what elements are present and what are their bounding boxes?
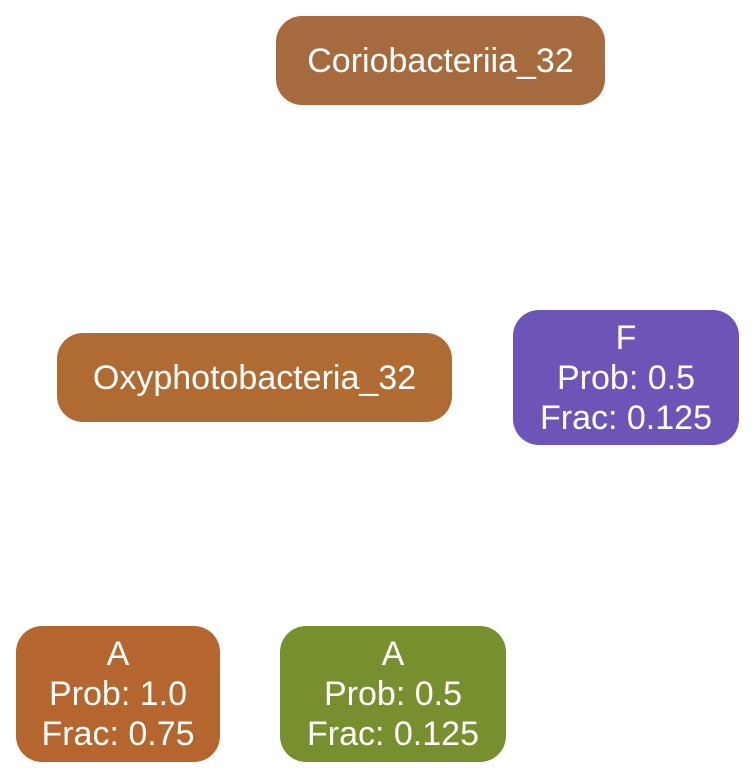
node-frac: Frac: 0.75 xyxy=(41,715,195,753)
node-name: A xyxy=(106,635,130,673)
node-label: Oxyphotobacteria_32 xyxy=(92,358,417,397)
node-prob: Prob: 0.5 xyxy=(324,675,462,713)
node-prob: Prob: 0.5 xyxy=(557,358,695,397)
node-a-2: A Prob: 0.5 Frac: 0.125 xyxy=(280,626,506,762)
node-a-1: A Prob: 1.0 Frac: 0.75 xyxy=(16,626,220,762)
node-name: A xyxy=(381,635,405,673)
node-prob: Prob: 1.0 xyxy=(49,675,187,713)
node-name: F xyxy=(615,318,637,357)
node-f: F Prob: 0.5 Frac: 0.125 xyxy=(513,310,739,445)
node-label: Coriobacteriia_32 xyxy=(307,41,574,80)
node-coriobacteriia: Coriobacteriia_32 xyxy=(276,16,605,105)
node-oxyphotobacteria: Oxyphotobacteria_32 xyxy=(57,333,452,422)
node-frac: Frac: 0.125 xyxy=(540,398,712,437)
node-frac: Frac: 0.125 xyxy=(307,715,479,753)
